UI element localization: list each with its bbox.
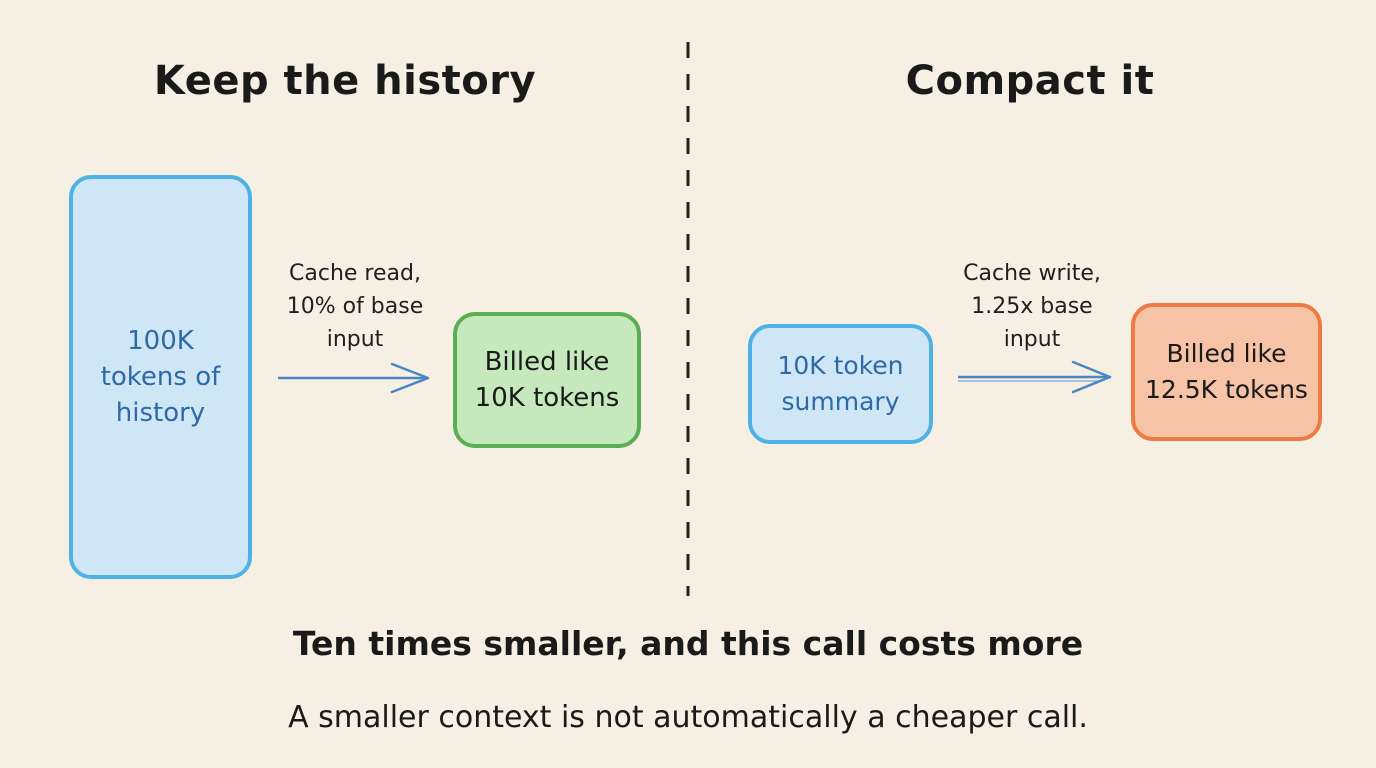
left-arrow-label-line-2: 10% of base: [286, 294, 424, 319]
left-arrow-label-line-3: input: [326, 327, 384, 352]
right-heading: Compact it: [905, 58, 1155, 104]
footer-note: A smaller context is not automatically a…: [288, 700, 1088, 735]
right-result-line-2: 12.5K tokens: [1145, 375, 1308, 404]
right-result-line-1: Billed like: [1166, 339, 1287, 368]
right-arrow-label-line-2: 1.25x base: [971, 294, 1093, 319]
left-heading: Keep the history: [153, 58, 537, 104]
history-box-line-3: history: [115, 398, 206, 428]
right-arrow-label-line-1: Cache write,: [963, 261, 1101, 286]
right-arrow: [958, 360, 1112, 394]
footer-headline: Ten times smaller, and this call costs m…: [292, 624, 1084, 663]
left-arrow-label-line-1: Cache read,: [289, 261, 421, 286]
right-arrow-label-line-3: input: [1003, 327, 1061, 352]
left-result-line-2: 10K tokens: [474, 383, 620, 413]
right-result-box: Billed like 12.5K tokens: [1131, 303, 1322, 441]
history-box-line-1: 100K: [127, 326, 194, 356]
history-box-line-2: tokens of: [100, 362, 221, 392]
left-result-line-1: Billed like: [484, 347, 610, 377]
right-arrow-label: Cache write, 1.25x base input: [932, 257, 1132, 356]
left-arrow-label: Cache read, 10% of base input: [255, 257, 455, 356]
summary-box: 10K token summary: [748, 324, 933, 444]
left-arrow: [278, 362, 430, 394]
summary-box-line-2: summary: [781, 387, 900, 416]
left-result-box: Billed like 10K tokens: [453, 312, 641, 448]
history-box: 100K tokens of history: [69, 175, 252, 579]
summary-box-line-1: 10K token: [777, 351, 904, 380]
